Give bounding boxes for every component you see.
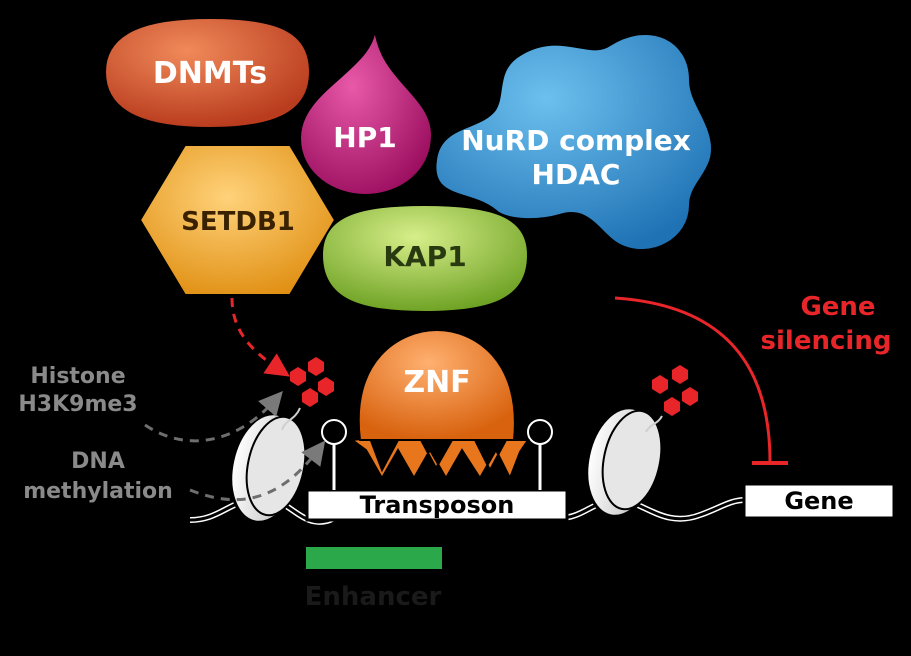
dnmts-label: DNMTs [153, 56, 267, 91]
kap1-label: KAP1 [383, 240, 466, 273]
transposon-label: Transposon [360, 491, 515, 519]
silencing-line [614, 296, 772, 463]
znf-label: ZNF [403, 365, 470, 400]
methyl-lollipop-right [527, 419, 553, 490]
dna-label-line1: DNA [71, 449, 125, 474]
enhancer-label: Enhancer [305, 582, 442, 612]
setdb1-label: SETDB1 [181, 207, 295, 237]
gene-label: Gene [784, 487, 853, 515]
hp1-protein: HP1 [298, 27, 434, 197]
gene-silencing-label-line1: Gene [800, 292, 875, 322]
gene-silencing-label-line2: silencing [761, 326, 892, 356]
gene-box: Gene [742, 482, 896, 520]
enhancer-bar [306, 547, 442, 569]
histone-mark-left [281, 357, 334, 431]
nucleosome-right [585, 406, 663, 518]
histone-label-line1: Histone [30, 364, 125, 389]
setdb1-arrow [230, 297, 290, 377]
methyl-lollipop-left [321, 419, 347, 490]
dna-methylation-arrow [189, 440, 326, 502]
hp1-label: HP1 [333, 121, 396, 154]
nurd-label-line1: NuRD complex [461, 124, 691, 157]
histone-label-line2: H3K9me3 [18, 392, 137, 417]
setdb1-protein: SETDB1 [138, 144, 337, 296]
dnmts-protein: DNMTs [103, 16, 312, 130]
nurd-label-line2: HDAC [532, 158, 621, 191]
nurd-complex: NuRD complex HDAC [434, 33, 713, 251]
znf-protein: ZNF [349, 328, 530, 481]
histone-arrow [144, 390, 283, 443]
dna-label-line2: methylation [23, 479, 173, 504]
kap1-protein: KAP1 [320, 203, 530, 314]
histone-mark-right [645, 365, 698, 433]
nucleosome-left [229, 412, 307, 524]
transposon-box: Transposon [305, 488, 569, 522]
